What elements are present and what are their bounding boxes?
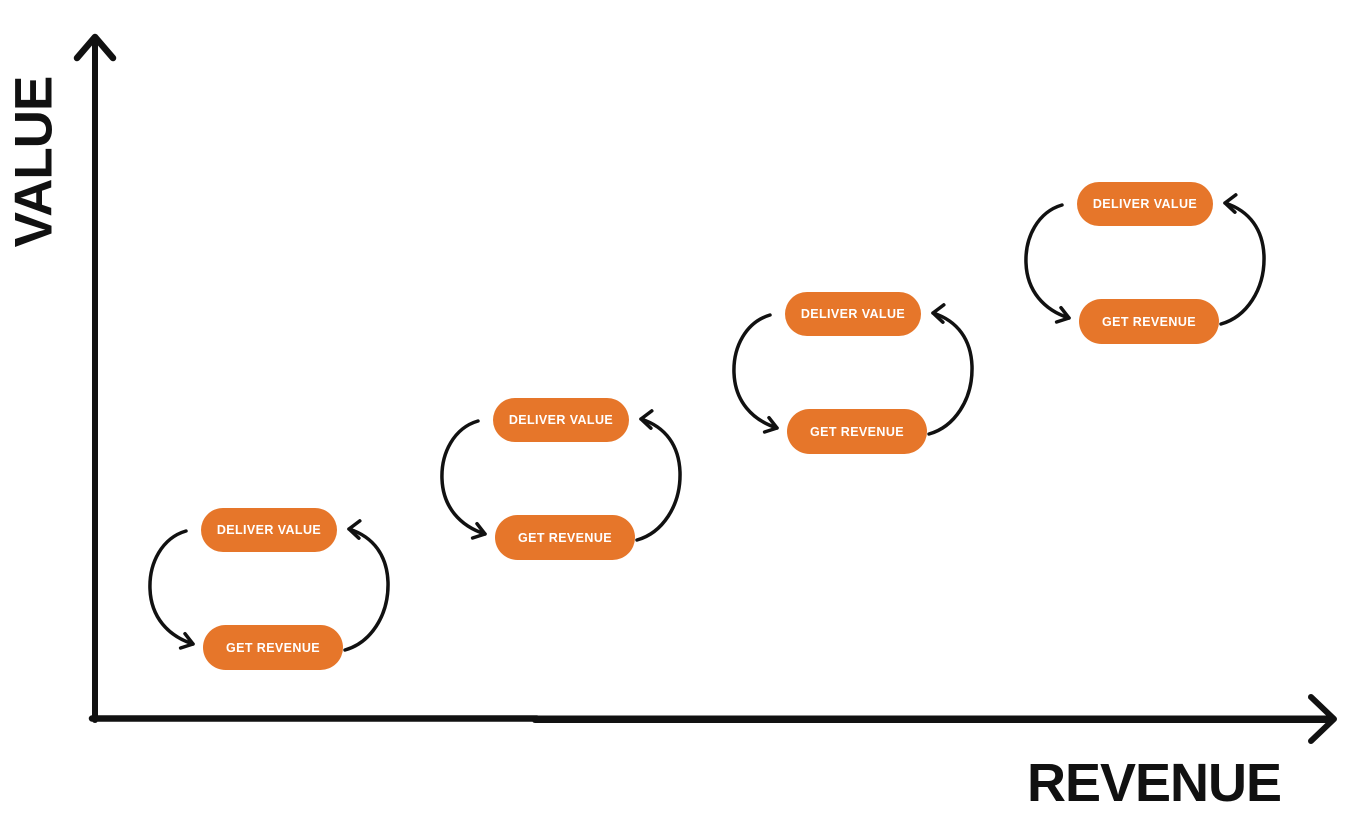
deliver-value-label: DELIVER VALUE [1092,197,1198,211]
deliver-value-pill: DELIVER VALUE [785,292,921,336]
curved-arrow-down-icon [1024,203,1071,324]
deliver-value-pill: DELIVER VALUE [1077,182,1213,226]
deliver-value-label: DELIVER VALUE [800,307,906,321]
curved-arrow-up-icon [635,409,682,542]
value-revenue-cycle-4: DELIVER VALUE GET REVENUE [1024,180,1270,350]
curved-arrow-up-icon [927,303,974,436]
curved-arrow-down-icon [732,313,779,434]
get-revenue-label: GET REVENUE [226,640,320,655]
get-revenue-pill: GET REVENUE [203,625,343,670]
curved-arrow-down-icon [440,419,487,540]
x-axis-label: REVENUE [1026,753,1282,813]
get-revenue-pill: GET REVENUE [1079,299,1219,344]
x-axis-arrowhead-icon [1308,694,1337,744]
curved-arrow-up-icon [1219,193,1266,326]
get-revenue-label: GET REVENUE [518,530,612,545]
get-revenue-label: GET REVENUE [1102,314,1196,329]
y-axis-arrowhead-icon [73,33,117,62]
curved-arrow-up-icon [343,519,390,652]
deliver-value-pill: DELIVER VALUE [493,398,629,442]
value-revenue-cycle-1: DELIVER VALUE GET REVENUE [148,506,394,676]
y-axis-label: VALUE [4,76,64,248]
deliver-value-label: DELIVER VALUE [508,413,614,427]
curved-arrow-down-icon [148,529,195,650]
value-revenue-cycle-3: DELIVER VALUE GET REVENUE [732,290,978,460]
deliver-value-label: DELIVER VALUE [216,523,322,537]
value-revenue-cycle-2: DELIVER VALUE GET REVENUE [440,396,686,566]
get-revenue-pill: GET REVENUE [787,409,927,454]
deliver-value-pill: DELIVER VALUE [201,508,337,552]
get-revenue-pill: GET REVENUE [495,515,635,560]
get-revenue-label: GET REVENUE [810,424,904,439]
